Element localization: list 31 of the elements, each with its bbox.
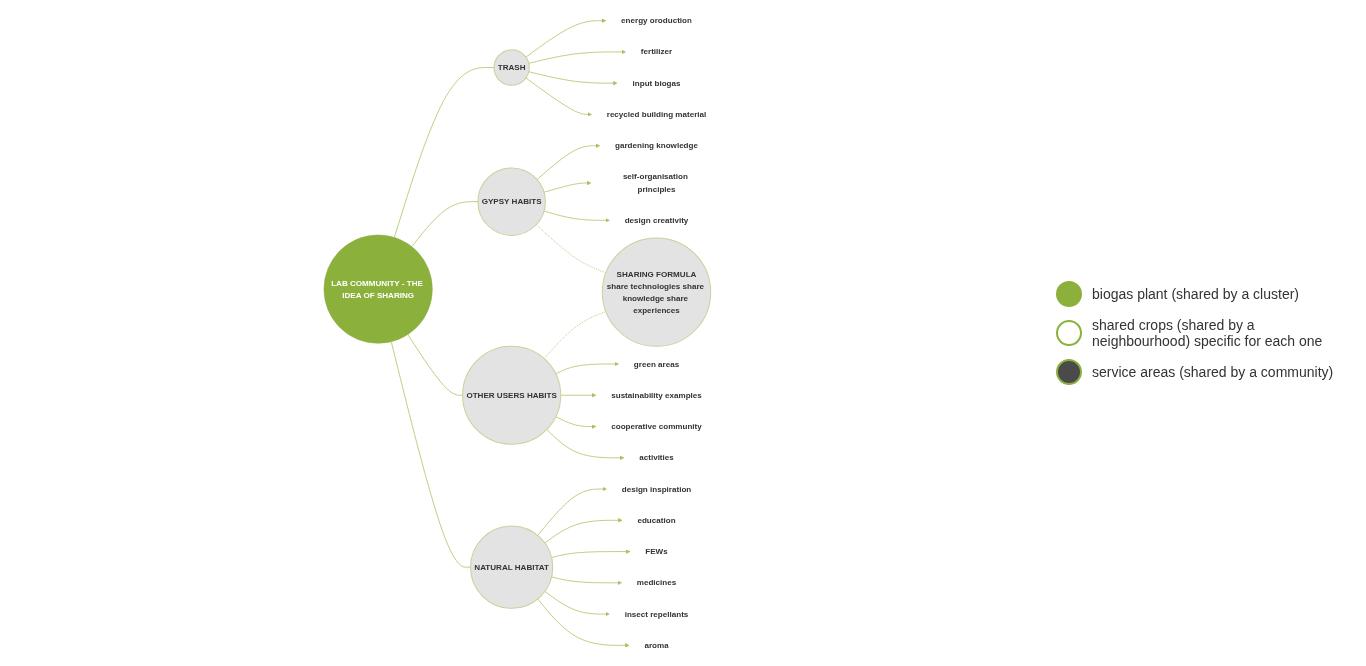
node-circle: SHARING FORMULA share technologies share knowledge share experiences [601,237,712,347]
node-circle: NATURAL HABITAT [470,525,554,609]
node-text: green areas [633,359,680,369]
node-text: input biogas [632,78,681,88]
node-circle: GYPSY HABITS [477,167,546,236]
node-text: energy oroduction [621,16,692,25]
node-text: gardening knowledge [615,141,698,150]
node-text: activities [639,453,674,462]
connector [393,67,495,238]
node-text: aroma [644,640,669,650]
node-circle: OTHER USERS HABITS [462,345,562,445]
node-text: FEWs [645,547,668,556]
connector [390,341,471,568]
connector [543,311,607,359]
connector [407,334,463,396]
legend-label: biogas plant (shared by a cluster) [1092,286,1299,302]
node-circle: TRASH [493,49,530,86]
node-text: education [637,515,676,525]
node-text: fertilizer [640,47,673,56]
connector [411,201,479,248]
node-text: recycled building material [606,109,707,119]
node-text: medicines [636,578,677,587]
node-text: insect repellants [624,609,689,619]
node-text: design inspiration [621,484,692,494]
node-text: self-organisation principles [622,172,688,194]
node-text: cooperative community [611,421,702,431]
legend-label: shared crops (shared by a neighbourhood) specific for each one [1092,317,1324,349]
node-text: design creativity [624,215,689,225]
node-text: sustainability examples [611,390,702,400]
legend-label: service areas (shared by a community) [1092,364,1334,380]
node-circle: LAB COMMUNITY - THE IDEA OF SHARING [323,234,433,344]
